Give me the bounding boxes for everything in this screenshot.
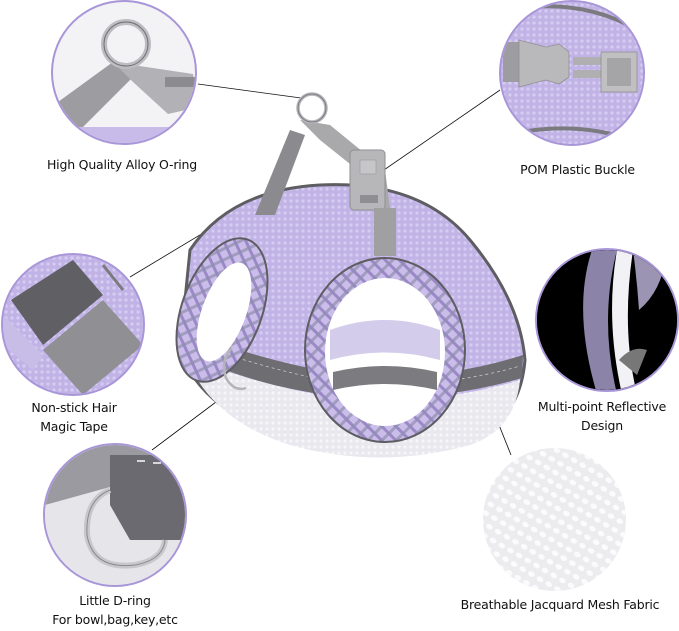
magic-tape-closeup-image <box>3 255 143 394</box>
mesh-bubble <box>483 448 626 591</box>
o-ring-closeup-image <box>53 19 195 143</box>
leader-line-buckle <box>380 89 501 173</box>
buckle-label-line-1: POM Plastic Buckle <box>520 162 635 177</box>
d-ring-label-line-1: Little D-ring <box>79 593 151 608</box>
buckle-label: POM Plastic Buckle <box>510 160 645 179</box>
d-ring-label: Little D-ring For bowl,bag,key,etc <box>30 591 200 629</box>
magic-tape-label-line-1: Non-stick Hair <box>31 400 117 415</box>
magic-tape-label-line-2: Magic Tape <box>40 419 108 434</box>
mesh-label: Breathable Jacquard Mesh Fabric <box>450 595 670 614</box>
d-ring-bubble <box>43 443 187 587</box>
reflective-label-line-1: Multi-point Reflective <box>537 399 667 414</box>
o-ring-label: High Quality Alloy O-ring <box>32 155 212 174</box>
reflective-bubble <box>535 248 679 392</box>
reflective-label: Multi-point Reflective Design <box>525 397 679 435</box>
reflective-closeup-image <box>537 250 677 390</box>
d-ring-closeup-image <box>45 445 185 585</box>
mesh-closeup-image <box>483 448 626 591</box>
leader-line-o-ring <box>197 83 302 99</box>
o-ring-label-line-1: High Quality Alloy O-ring <box>46 157 198 172</box>
reflective-label-line-2: Design <box>581 418 623 433</box>
buckle-bubble <box>499 0 645 146</box>
buckle-closeup-image <box>501 2 643 144</box>
magic-tape-label: Non-stick Hair Magic Tape <box>0 398 148 436</box>
magic-tape-bubble <box>1 253 145 396</box>
d-ring-label-line-2: For bowl,bag,key,etc <box>52 612 178 627</box>
o-ring-bubble <box>51 0 197 145</box>
mesh-label-line-1: Breathable Jacquard Mesh Fabric <box>460 597 660 612</box>
